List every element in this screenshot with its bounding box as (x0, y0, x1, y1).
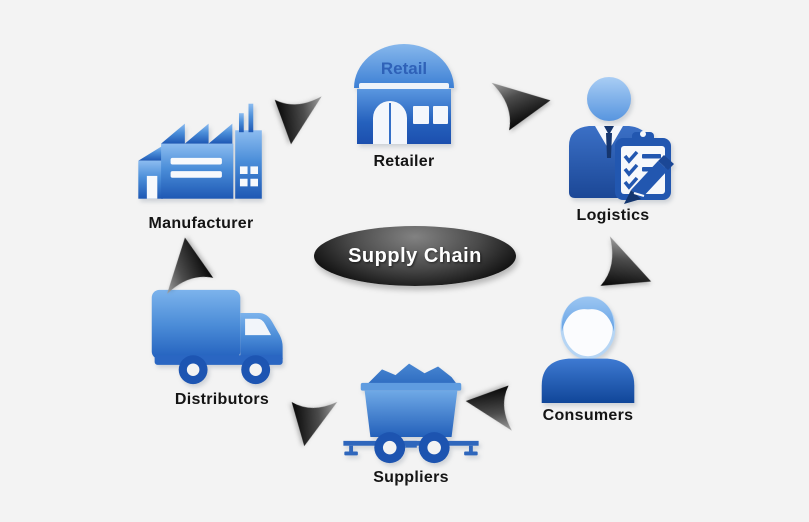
node-distributors: Distributors (144, 286, 300, 409)
arrow-suppliers-to-distributors (277, 387, 343, 454)
arrow-manufacturer-to-retailer (264, 85, 325, 151)
arrow-consumers-to-suppliers (448, 374, 533, 437)
person-icon (541, 296, 635, 403)
node-label-consumers: Consumers (542, 407, 634, 424)
node-label-retailer: Retailer (373, 153, 435, 170)
arrow-logistics-to-consumers (585, 232, 665, 309)
node-retailer: Retail Retailer (346, 40, 462, 171)
diagram-title: Supply Chain (348, 244, 482, 267)
node-label-suppliers: Suppliers (373, 469, 449, 486)
factory-icon (138, 103, 262, 199)
retail-sign-text: Retail (381, 59, 427, 78)
retail-store-icon: Retail (354, 44, 454, 144)
arrow-distributors-to-manufacturer (156, 233, 219, 298)
node-manufacturer: Manufacturer (128, 98, 274, 233)
mine-cart-icon (343, 363, 479, 464)
node-label-distributors: Distributors (174, 391, 270, 408)
node-consumers: Consumers (526, 292, 650, 425)
center-title-ellipse: Supply Chain (314, 226, 516, 286)
person-clipboard-icon (569, 77, 674, 204)
node-label-logistics: Logistics (576, 207, 650, 224)
arrow-retailer-to-logistics (483, 72, 560, 135)
delivery-truck-icon (151, 289, 283, 385)
node-suppliers: Suppliers (340, 352, 482, 487)
node-label-manufacturer: Manufacturer (148, 215, 254, 232)
node-logistics: Logistics (552, 72, 694, 225)
